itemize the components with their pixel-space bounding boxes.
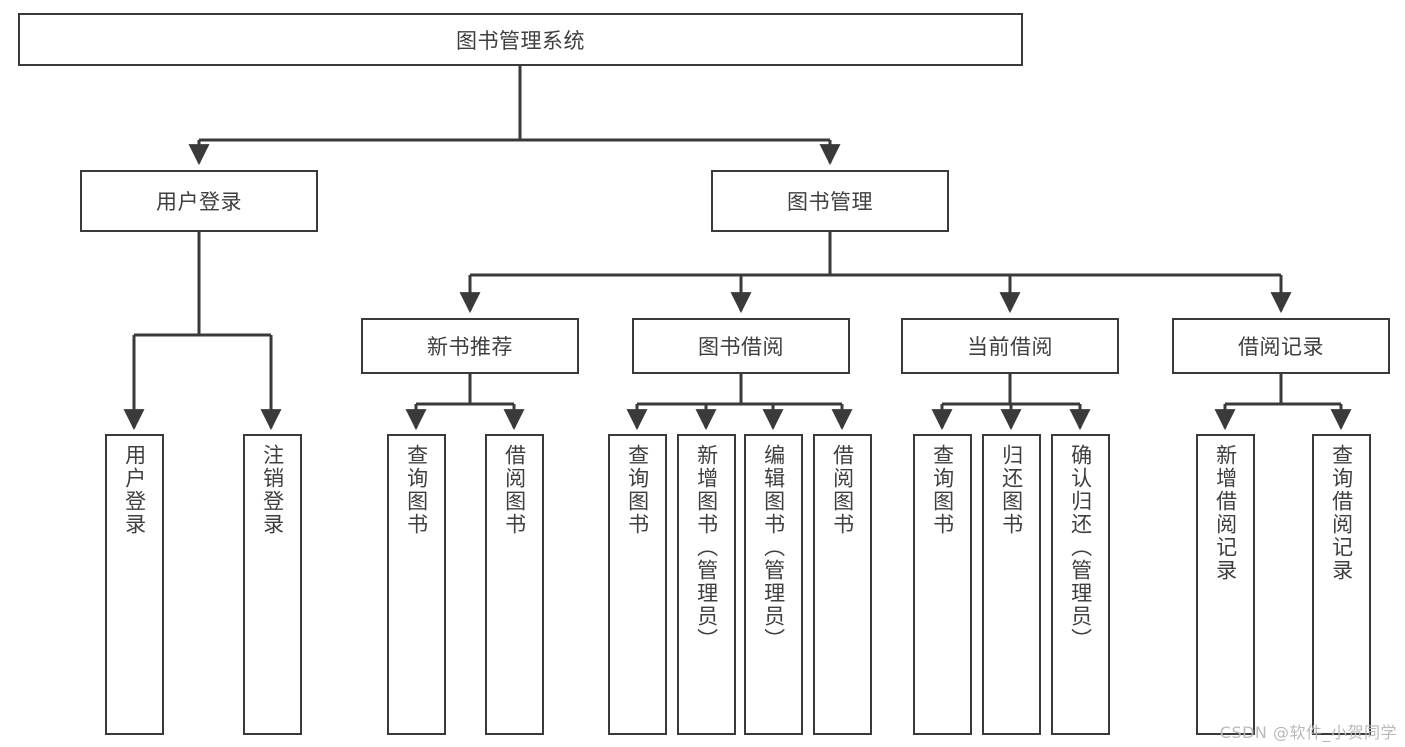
- leaf-node-borrow-book-1[interactable]: 借阅图书: [485, 434, 544, 735]
- node-label: 用户登录: [122, 444, 147, 536]
- node-label: 图书管理: [787, 190, 873, 214]
- leaf-node-query-book-1[interactable]: 查询图书: [387, 434, 446, 735]
- leaf-node-add-borrowing-record[interactable]: 新增借阅记录: [1196, 434, 1255, 735]
- node-root-book-management-system[interactable]: 图书管理系统: [18, 13, 1023, 66]
- node-label: 借阅图书: [502, 444, 527, 536]
- leaf-node-edit-book-admin[interactable]: 编辑图书（管理员）: [744, 434, 803, 735]
- node-label: 查询图书: [930, 444, 955, 536]
- leaf-node-logout[interactable]: 注销登录: [243, 434, 302, 735]
- leaf-node-borrow-book-2[interactable]: 借阅图书: [813, 434, 872, 735]
- leaf-node-query-book-3[interactable]: 查询图书: [913, 434, 972, 735]
- node-label: 新书推荐: [427, 335, 513, 359]
- watermark: CSDN @软件_小贺同学: [1219, 723, 1397, 742]
- node-label: 查询借阅记录: [1329, 444, 1354, 582]
- leaf-node-query-book-2[interactable]: 查询图书: [608, 434, 667, 735]
- node-label: 图书管理系统: [456, 28, 585, 53]
- node-label: 归还图书: [999, 444, 1024, 536]
- node-label: 新增图书（管理员）: [694, 444, 719, 651]
- node-label: 图书借阅: [698, 335, 784, 359]
- node-label: 查询图书: [404, 444, 429, 536]
- node-book-borrowing[interactable]: 图书借阅: [632, 318, 850, 374]
- node-label: 借阅记录: [1238, 335, 1324, 359]
- leaf-node-query-borrowing-record[interactable]: 查询借阅记录: [1312, 434, 1371, 735]
- node-label: 确认归还（管理员）: [1068, 444, 1093, 651]
- leaf-node-add-book-admin[interactable]: 新增图书（管理员）: [677, 434, 736, 735]
- leaf-node-return-book[interactable]: 归还图书: [982, 434, 1041, 735]
- node-label: 编辑图书（管理员）: [761, 444, 786, 651]
- leaf-node-confirm-return-admin[interactable]: 确认归还（管理员）: [1051, 434, 1110, 735]
- node-label: 查询图书: [625, 444, 650, 536]
- node-label: 借阅图书: [830, 444, 855, 536]
- node-user-login[interactable]: 用户登录: [80, 170, 318, 232]
- node-new-book-recommendation[interactable]: 新书推荐: [361, 318, 579, 374]
- node-label: 新增借阅记录: [1213, 444, 1238, 582]
- node-label: 注销登录: [260, 444, 285, 536]
- node-label: 当前借阅: [967, 335, 1053, 359]
- node-label: 用户登录: [156, 190, 242, 214]
- node-book-management[interactable]: 图书管理: [711, 170, 949, 232]
- leaf-node-user-login[interactable]: 用户登录: [105, 434, 164, 735]
- node-borrowing-record[interactable]: 借阅记录: [1172, 318, 1390, 374]
- node-current-borrowing[interactable]: 当前借阅: [901, 318, 1119, 374]
